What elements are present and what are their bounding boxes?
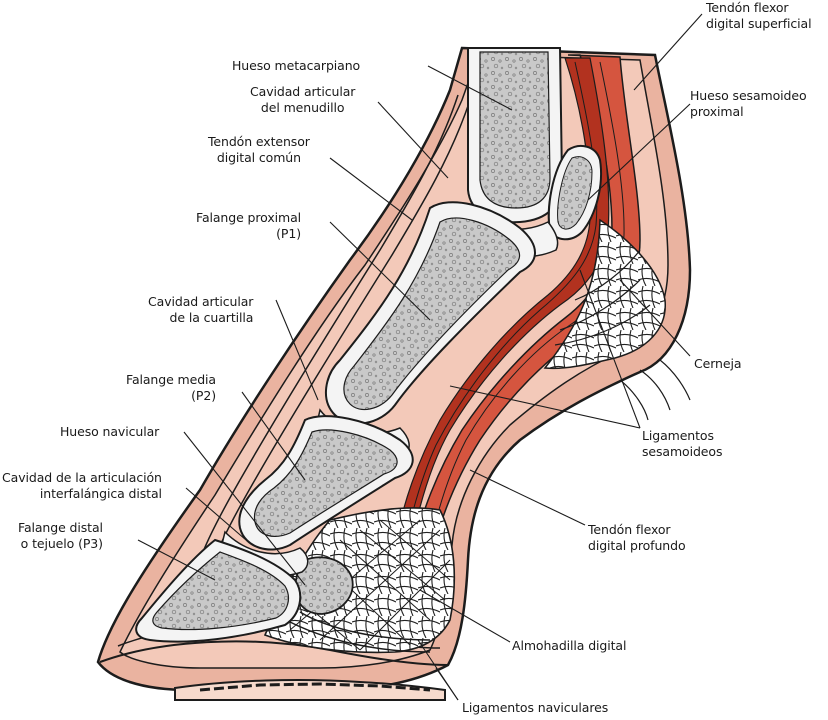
label-hueso-metacarpiano: Hueso metacarpiano [232,58,361,73]
label-almohadilla-digital: Almohadilla digital [512,638,627,653]
label-tendon-extensor: Tendón extensor digital común [208,134,310,165]
middle-phalanx [253,429,398,537]
label-cerneja: Cerneja [694,356,742,371]
label-falange-distal: Falange distal o tejuelo (P3) [18,520,103,551]
sesamoid-ligaments-mesh [543,218,666,370]
label-falange-proximal: Falange proximal (P1) [196,210,301,241]
label-ligamentos-naviculares: Ligamentos naviculares [462,700,609,715]
label-tendon-flexor-profundo: Tendón flexor digital profundo [588,522,686,553]
label-hueso-sesamoideo: Hueso sesamoideo proximal [690,88,807,119]
extensor-tendon [199,94,459,561]
label-cavidad-interfalangica: Cavidad de la articulación interfalángic… [2,470,162,501]
label-tendon-flexor-superficial: Tendón flexor digital superficial [706,0,812,31]
label-cavidad-cuartilla: Cavidad articular de la cuartilla [148,294,254,325]
proximal-phalanx [343,217,521,411]
leader-lines [137,13,703,701]
distal-phalanx [152,551,289,631]
metacarpal-bone [479,51,551,209]
label-ligamentos-sesamoideos: Ligamentos sesamoideos [642,428,723,459]
label-falange-media: Falange media (P2) [126,372,216,403]
label-hueso-navicular: Hueso navicular [60,424,160,439]
label-cavidad-menudillo: Cavidad articular del menudillo [250,84,356,115]
